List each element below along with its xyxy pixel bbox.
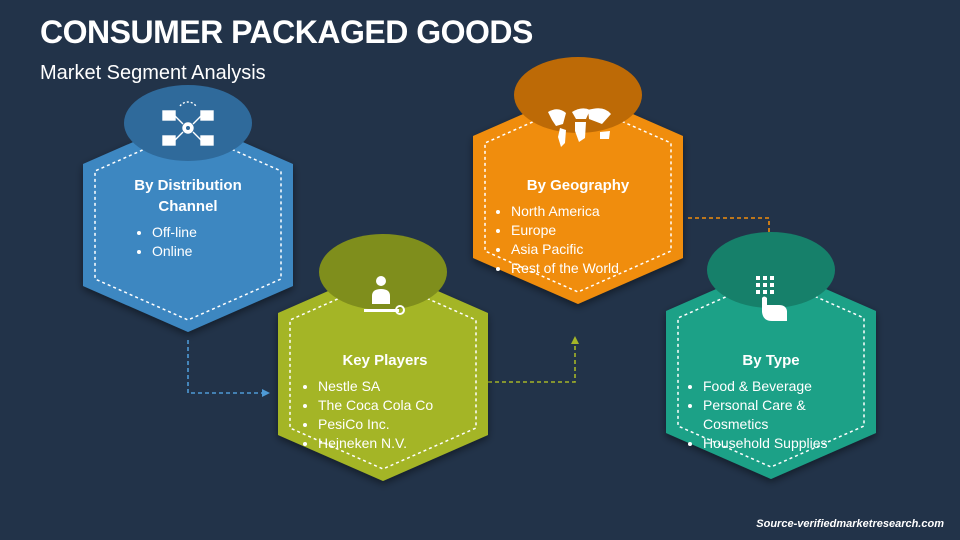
list-item: Household Supplies <box>703 434 857 453</box>
list-item: Asia Pacific <box>511 240 663 259</box>
list-item: Online <box>152 242 264 261</box>
list-item: Heineken N.V. <box>318 434 470 453</box>
keypad-hand-icon <box>756 276 787 321</box>
list-item: Nestle SA <box>318 377 470 396</box>
segment-title: By Geography <box>526 177 630 194</box>
list-item: Off-line <box>152 223 264 242</box>
list-item: The Coca Cola Co <box>318 396 470 415</box>
list-item: Europe <box>511 221 663 240</box>
hexagon-distribution-channel <box>83 85 293 332</box>
segment-title: By Distribution Channel <box>134 177 242 215</box>
list-item: Food & Beverage <box>703 377 857 396</box>
segment-title: Key Players <box>342 352 428 369</box>
world-map-icon <box>548 108 611 147</box>
businessman-key-icon <box>364 276 405 315</box>
connector-players-to-geography <box>488 344 576 383</box>
segment-key-players: Key Players Nestle SA The Coca Cola Co P… <box>300 350 470 453</box>
segment-items: North America Europe Asia Pacific Rest o… <box>493 202 663 278</box>
segment-items: Food & Beverage Personal Care & Cosmetic… <box>685 377 857 453</box>
arrowhead-icon <box>262 389 270 397</box>
list-item: Rest of the World <box>511 259 663 278</box>
connector-distribution-to-players <box>187 340 262 394</box>
distribution-network-icon <box>162 101 214 146</box>
source-credit: Source-verifiedmarketresearch.com <box>756 518 944 530</box>
page-subtitle: Market Segment Analysis <box>40 62 266 84</box>
segment-items: Nestle SA The Coca Cola Co PesiCo Inc. H… <box>300 377 470 453</box>
arrowhead-icon <box>571 336 579 344</box>
segment-distribution-channel: By Distribution Channel Off-line Online <box>112 175 264 261</box>
segment-geography: By Geography North America Europe Asia P… <box>493 175 663 278</box>
page-title: CONSUMER PACKAGED GOODS <box>40 14 533 50</box>
segment-by-type: By Type Food & Beverage Personal Care & … <box>685 350 857 453</box>
segment-items: Off-line Online <box>112 223 264 261</box>
hexagon-key-players <box>278 234 488 481</box>
list-item: PesiCo Inc. <box>318 415 470 434</box>
segment-title: By Type <box>742 352 800 369</box>
list-item: Personal Care & Cosmetics <box>703 396 808 434</box>
list-item: North America <box>511 202 663 221</box>
hexagon-by-type <box>666 232 876 479</box>
